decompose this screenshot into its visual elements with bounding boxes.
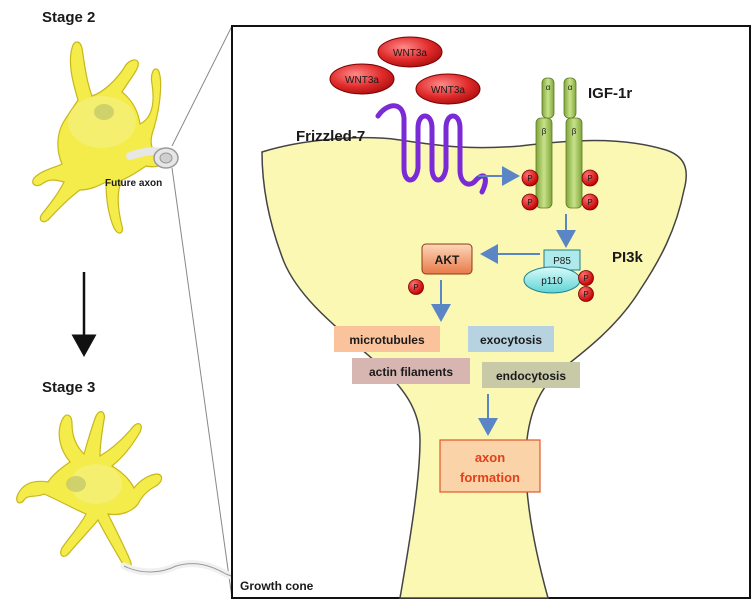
akt-label: AKT <box>435 253 460 267</box>
wnt3a-ligand <box>415 73 481 105</box>
wnt3a-ligand <box>329 63 395 95</box>
wnt3a-ligand <box>377 36 443 68</box>
wnt3a-label: WNT3a <box>431 85 465 96</box>
akt-kinase: AKT P <box>408 243 473 295</box>
wnt3a-label: WNT3a <box>345 75 379 86</box>
svg-text:P: P <box>583 274 588 283</box>
svg-text:P: P <box>587 198 592 207</box>
igf1r-label: IGF-1r <box>588 85 632 102</box>
wnt3a-ligands: WNT3a WNT3a WNT3a <box>329 36 481 105</box>
wnt3a-label: WNT3a <box>393 48 427 59</box>
zoom-line-bottom <box>171 167 233 599</box>
microtubules-box <box>334 326 440 352</box>
pi3k-complex: P85 p110 P P <box>523 249 594 302</box>
svg-text:P: P <box>587 174 592 183</box>
actin-filaments-label: actin filaments <box>369 365 453 379</box>
svg-text:P: P <box>413 283 418 292</box>
phospho-group <box>581 169 599 187</box>
exocytosis-label: exocytosis <box>480 333 542 347</box>
phospho-group <box>408 279 424 295</box>
frizzled-receptor <box>375 103 488 195</box>
phospho-group <box>581 193 599 211</box>
axon-formation-label-1: axon <box>475 450 505 465</box>
alpha-subunit-label: α <box>546 83 551 92</box>
axon-formation-box <box>439 439 541 493</box>
actin-filaments-box <box>352 358 470 384</box>
beta-subunit-label: β <box>572 127 577 136</box>
alpha-subunit-label: α <box>568 83 573 92</box>
stage2-label: Stage 2 <box>42 9 95 26</box>
pi3k-label: PI3k <box>612 249 644 266</box>
stage2-neuron <box>32 41 179 234</box>
stage3-label: Stage 3 <box>42 379 95 396</box>
microtubules-label: microtubules <box>349 333 425 347</box>
future-axon-label: Future axon <box>105 178 162 189</box>
endocytosis-label: endocytosis <box>496 369 566 383</box>
svg-text:p110: p110 <box>541 276 563 287</box>
frizzled-label: Frizzled-7 <box>296 128 365 145</box>
zoom-line-top <box>171 25 233 147</box>
exocytosis-box <box>468 326 554 352</box>
svg-text:P85: P85 <box>553 256 571 267</box>
phospho-group <box>578 286 594 302</box>
svg-text:P: P <box>527 198 532 207</box>
igf1r-receptor: α α β β P P P P <box>521 77 599 211</box>
phospho-group <box>578 270 594 286</box>
phospho-group <box>521 169 539 187</box>
beta-subunit-label: β <box>542 127 547 136</box>
nucleus <box>94 104 114 120</box>
phospho-group <box>521 193 539 211</box>
growth-cone-label: Growth cone <box>240 579 314 593</box>
svg-text:P: P <box>583 290 588 299</box>
axon-formation-label-2: formation <box>460 470 520 485</box>
endocytosis-box <box>482 362 580 388</box>
svg-text:P: P <box>527 174 532 183</box>
